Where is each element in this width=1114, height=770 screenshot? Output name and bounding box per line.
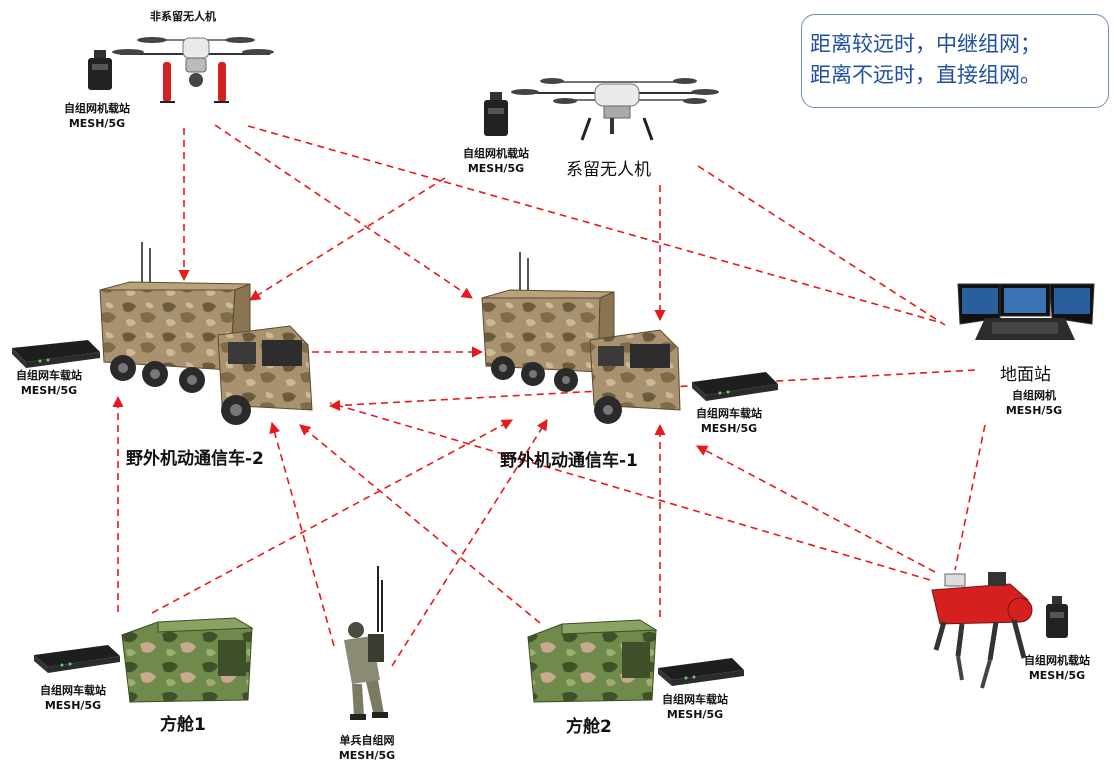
link-robot-vehicle1 — [696, 445, 936, 573]
shelter1-station-proto: MESH/5G — [44, 699, 102, 712]
vehicle2-radio-icon — [12, 340, 100, 368]
robot-station-proto: MESH/5G — [1028, 669, 1086, 682]
drone2-radio-icon — [484, 92, 508, 136]
shelter2-station-label: 自组网车载站 MESH/5G — [650, 692, 740, 722]
vehicle1-label: 野外机动通信车-1 — [500, 451, 638, 471]
note-box: 距离较远时，中继组网； 距离不远时，直接组网。 — [801, 14, 1109, 108]
note-line-1: 距离较远时，中继组网； — [810, 32, 1041, 56]
link-soldier-vehicle1 — [391, 419, 548, 667]
drone2-station-label: 自组网机载站 MESH/5G — [450, 146, 542, 176]
link-shelter1-vehicle1 — [151, 419, 513, 614]
shelter2-label: 方舱2 — [566, 717, 612, 737]
untethered-drone-label: 非系留无人机 — [150, 10, 216, 23]
shelter2-icon — [527, 619, 658, 703]
shelter2-station-proto: MESH/5G — [666, 708, 724, 721]
ground-station-radio-proto: MESH/5G — [1005, 404, 1063, 417]
ground-station-radio-name: 自组网机 — [1012, 389, 1056, 402]
untethered-drone-icon — [112, 37, 274, 103]
vehicle1-station-proto: MESH/5G — [700, 422, 758, 435]
link-drone1-vehicle1 — [214, 124, 473, 299]
link-soldier-vehicle2 — [269, 421, 335, 647]
robot-station-label: 自组网机载站 MESH/5G — [1012, 653, 1102, 683]
tethered-drone-icon — [511, 78, 719, 141]
shelter1-station-label: 自组网车载站 MESH/5G — [28, 683, 118, 713]
link-robot-vehicle2 — [329, 402, 931, 581]
drone1-station-label: 自组网机载站 MESH/5G — [52, 101, 142, 131]
shelter1-radio-icon — [34, 645, 120, 673]
soldier-station-label: 单兵自组网 MESH/5G — [332, 733, 402, 763]
drone1-radio-icon — [88, 50, 112, 90]
vehicle1-radio-icon — [692, 372, 778, 401]
robot-station-name: 自组网机载站 — [1024, 654, 1090, 667]
robot-dog-icon — [931, 572, 1033, 689]
ground-station-radio-label: 自组网机 MESH/5G — [998, 388, 1070, 418]
shelter1-station-name: 自组网车载站 — [40, 684, 106, 697]
vehicle2-station-label: 自组网车载站 MESH/5G — [4, 368, 94, 398]
shelter2-station-name: 自组网车载站 — [662, 693, 728, 706]
vehicle1-station-name: 自组网车载站 — [696, 407, 762, 420]
shelter1-label: 方舱1 — [160, 715, 206, 735]
vehicle2-station-proto: MESH/5G — [20, 384, 78, 397]
link-drone2-groundstation — [697, 165, 946, 326]
note-line-2: 距离不远时，直接组网。 — [810, 63, 1041, 87]
vehicle1-station-label: 自组网车载站 MESH/5G — [684, 406, 774, 436]
drone2-station-proto: MESH/5G — [467, 162, 525, 175]
link-lines — [112, 124, 986, 667]
drone1-station-name: 自组网机载站 — [64, 102, 130, 115]
link-drone2-vehicle2 — [249, 177, 446, 301]
drone2-station-name: 自组网机载站 — [463, 147, 529, 160]
vehicle1-truck-icon — [481, 252, 681, 424]
drone1-station-proto: MESH/5G — [68, 117, 126, 130]
shelter2-radio-icon — [658, 658, 744, 686]
vehicle2-station-name: 自组网车载站 — [16, 369, 82, 382]
ground-station-laptop-icon — [957, 283, 1095, 340]
soldier-station-name: 单兵自组网 — [339, 734, 395, 747]
soldier-icon — [344, 566, 388, 720]
link-shelter2-vehicle2 — [299, 424, 541, 624]
link-drone1-groundstation — [247, 125, 943, 324]
shelter1-icon — [121, 617, 254, 703]
robot-radio-icon — [1046, 596, 1068, 638]
tethered-drone-label: 系留无人机 — [566, 160, 651, 180]
link-groundstation-robot — [954, 424, 986, 571]
vehicle2-label: 野外机动通信车-2 — [126, 449, 264, 469]
vehicle2-truck-icon — [99, 242, 313, 425]
ground-station-label: 地面站 — [1000, 365, 1051, 385]
soldier-station-proto: MESH/5G — [338, 749, 396, 762]
